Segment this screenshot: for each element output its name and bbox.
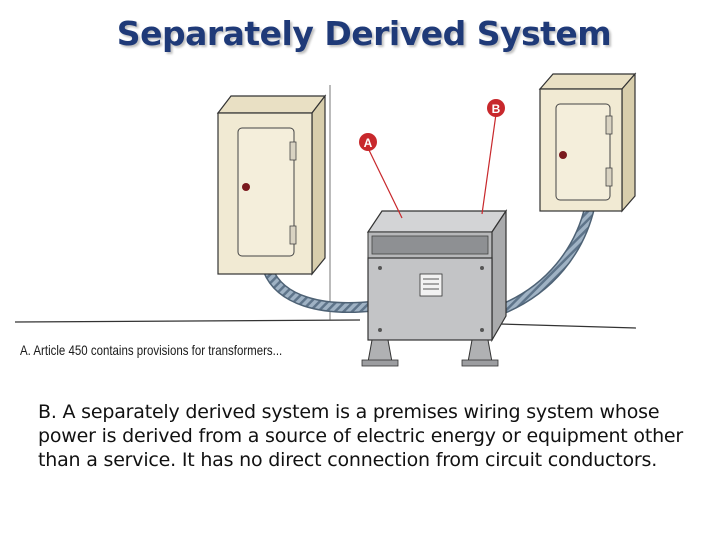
caption-a: A. Article 450 contains provisions for t… (20, 342, 283, 358)
description-b: B. A separately derived system is a prem… (38, 401, 684, 471)
callout-a-marker: A (359, 133, 377, 151)
callout-b-leader (481, 113, 497, 215)
transformer-illustration: A B (14, 72, 637, 367)
right-panelboard (538, 72, 637, 213)
floor-line-right (499, 323, 637, 329)
left-panelboard (216, 94, 327, 276)
floor-line (14, 319, 361, 323)
callout-a-leader (367, 147, 403, 219)
callout-b-label: B (492, 102, 501, 116)
slide-title: Separately Derived System (116, 14, 612, 53)
transformer (361, 209, 508, 367)
right-flex-conduit (494, 200, 596, 316)
callout-b-marker: B (487, 99, 505, 117)
callout-a-label: A (364, 136, 373, 150)
